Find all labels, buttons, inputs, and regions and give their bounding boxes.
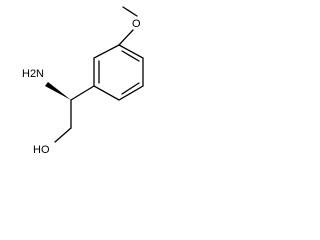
bond-ch2-oh <box>54 127 72 143</box>
bond-ring-chiral <box>70 85 95 101</box>
methoxy-oxygen-label: O <box>132 18 141 30</box>
benzene-ring <box>93 44 144 101</box>
amine-label: H2N <box>22 68 44 80</box>
structure-diagram: O H2N HO <box>22 6 144 156</box>
hydroxyl-label: HO <box>33 144 50 156</box>
stereo-wedge-bond <box>45 82 71 100</box>
ring-double-bond-2 <box>121 82 140 95</box>
bond-o-ring <box>118 29 134 46</box>
ring-double-bond-1 <box>121 50 140 62</box>
structure-canvas: O H2N HO <box>0 0 166 184</box>
bond-methyl-o <box>122 6 138 17</box>
